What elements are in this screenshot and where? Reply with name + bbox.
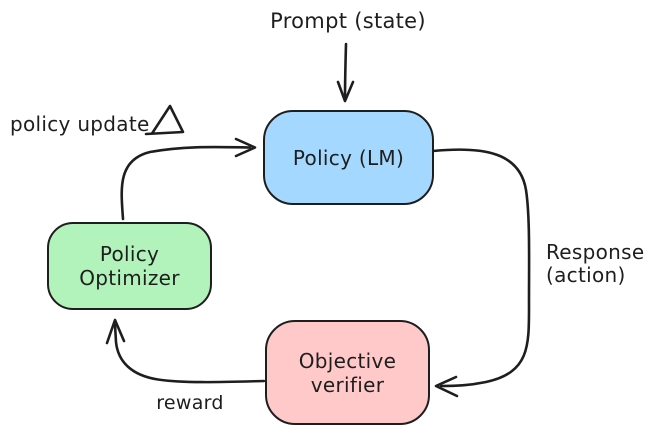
node-policy-lm: Policy (LM) <box>263 110 434 205</box>
arrow-verifier-to-optimizer <box>105 318 266 384</box>
arrow-optimizer-to-policy <box>120 137 257 221</box>
node-policy-optimizer: Policy Optimizer <box>47 222 212 310</box>
node-objective-verifier: Objective verifier <box>265 320 430 425</box>
delta-icon <box>144 104 185 136</box>
arrow-policy-to-verifier <box>431 148 531 398</box>
response-action-label: Response (action) <box>546 240 645 287</box>
reward-label: reward <box>156 392 224 414</box>
prompt-label: Prompt (state) <box>270 9 426 33</box>
policy-update-label: policy update <box>10 112 150 136</box>
arrow-prompt-to-policy <box>336 42 355 103</box>
